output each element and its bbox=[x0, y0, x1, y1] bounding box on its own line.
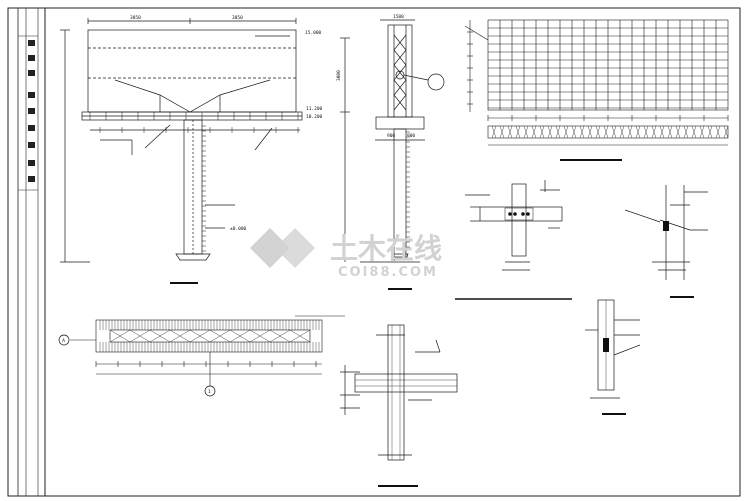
drawing-line bbox=[555, 125, 561, 139]
side-sub-dim-right: 900 bbox=[407, 133, 415, 139]
drawing-line bbox=[289, 329, 311, 343]
drawing-line bbox=[659, 125, 665, 139]
axis-1-bubble bbox=[204, 385, 216, 397]
panel-frame-grid bbox=[464, 19, 729, 146]
level-walkway: 10.200 bbox=[306, 114, 323, 120]
side-sub-dim-left: 900 bbox=[387, 133, 395, 139]
drawing-line bbox=[675, 125, 681, 139]
drawing-line bbox=[531, 125, 537, 139]
top-dim-left: 3850 bbox=[130, 15, 141, 21]
joint-detail-1 bbox=[465, 180, 563, 271]
level-panel-bottom: 11.200 bbox=[306, 106, 323, 112]
drawing-line bbox=[571, 125, 577, 139]
drawing-line bbox=[269, 329, 291, 343]
drawing-line bbox=[627, 125, 633, 139]
drawing-line bbox=[515, 125, 521, 139]
drawing-line bbox=[547, 125, 553, 139]
billboard-side-elevation bbox=[340, 19, 445, 263]
drawing-line bbox=[691, 125, 697, 139]
watermark: 土木在线 COI88.COM bbox=[250, 228, 442, 280]
level-top: 15.000 bbox=[305, 30, 322, 36]
outer-border bbox=[7, 7, 741, 497]
drawing-line bbox=[715, 125, 721, 139]
joint-detail-2 bbox=[624, 185, 708, 280]
drawing-line bbox=[249, 329, 271, 343]
drawing-line bbox=[149, 329, 171, 343]
small-joint-plate bbox=[603, 338, 609, 352]
drawing-line bbox=[189, 329, 211, 343]
drawing-line bbox=[619, 125, 625, 139]
drawing-line bbox=[611, 125, 617, 139]
column-ticks bbox=[202, 125, 206, 252]
walkway-plan-view bbox=[70, 315, 345, 386]
drawing-line bbox=[129, 329, 151, 343]
level-base: ±0.000 bbox=[230, 226, 247, 232]
drawing-line bbox=[229, 329, 251, 343]
side-height-dim: 3000 bbox=[336, 70, 342, 81]
drawing-line bbox=[523, 125, 529, 139]
drawing-line bbox=[563, 125, 569, 139]
side-column-ticks bbox=[406, 131, 410, 248]
axis-1-label: 1 bbox=[208, 389, 211, 395]
drawing-line bbox=[651, 125, 657, 139]
drawing-line bbox=[643, 125, 649, 139]
watermark-logo-icon bbox=[250, 228, 315, 268]
axis-a-bubble bbox=[58, 334, 70, 346]
drawing-line bbox=[707, 125, 713, 139]
drawing-line bbox=[603, 125, 609, 139]
drawing-line bbox=[667, 125, 673, 139]
drawing-line bbox=[499, 125, 505, 139]
walkway-posts bbox=[89, 112, 299, 133]
drawing-line bbox=[699, 125, 705, 139]
axis-a-label: A bbox=[62, 338, 66, 344]
drawing-line bbox=[683, 125, 689, 139]
drawing-line bbox=[723, 125, 729, 139]
cross-joint-detail bbox=[340, 324, 458, 461]
billboard-front-elevation bbox=[60, 18, 303, 263]
joint-2-plate bbox=[663, 221, 669, 231]
drawing-line bbox=[539, 125, 545, 139]
drawing-line bbox=[209, 329, 231, 343]
watermark-brand-cn: 土木在线 bbox=[330, 232, 442, 265]
drawing-line bbox=[507, 125, 513, 139]
watermark-brand-en: COI88.COM bbox=[338, 265, 438, 280]
drawing-line bbox=[595, 125, 601, 139]
small-joint-detail bbox=[585, 299, 641, 399]
drawing-line bbox=[579, 125, 585, 139]
drawing-line bbox=[109, 329, 131, 343]
side-top-dim: 1500 bbox=[393, 14, 404, 20]
drawing-line bbox=[635, 125, 641, 139]
drawing-line bbox=[587, 125, 593, 139]
joint-1-bolts bbox=[508, 212, 530, 216]
title-strip bbox=[17, 8, 46, 496]
drawing-line bbox=[491, 125, 497, 139]
drawing-line bbox=[169, 329, 191, 343]
top-dim-right: 3850 bbox=[232, 15, 243, 21]
